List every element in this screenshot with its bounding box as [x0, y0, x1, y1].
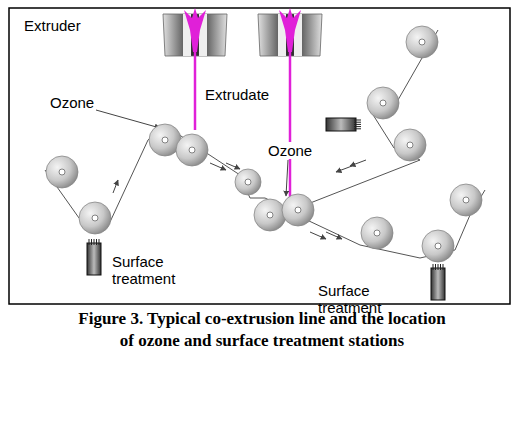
extruder-die: [163, 8, 227, 130]
surface-treatment-unit: [431, 264, 445, 300]
flow-arrow: [310, 232, 326, 239]
surface-treatment-unit: [326, 118, 361, 131]
flow-arrow: [350, 160, 366, 166]
roller: [282, 194, 314, 226]
frame: [9, 8, 510, 304]
flow-arrow: [336, 166, 352, 172]
roller: [176, 134, 208, 166]
flow-arrow: [113, 180, 118, 193]
roller: [394, 129, 426, 161]
flow-arrow: [210, 163, 226, 170]
film-web: [45, 126, 290, 222]
roller: [254, 199, 286, 231]
ozone-label: Ozone: [50, 94, 94, 111]
roller: [367, 87, 399, 119]
ozone-pointer: [286, 160, 288, 196]
figure-caption: Figure 3. Typical co-extrusion line and …: [70, 308, 454, 352]
surface-treatment-unit: [87, 239, 101, 275]
ozone-label: Ozone: [268, 142, 318, 159]
extruder-die: [258, 8, 322, 200]
roller: [79, 202, 111, 234]
flow-arrow: [226, 163, 240, 169]
roller: [450, 184, 482, 216]
roller: [235, 169, 261, 195]
extruder-label: Extruder: [24, 17, 81, 34]
roller: [406, 26, 438, 58]
roller: [361, 217, 393, 249]
flow-arrow: [326, 232, 342, 239]
roller: [422, 230, 454, 262]
roller: [46, 156, 78, 188]
extrudate-label: Extrudate: [205, 86, 269, 103]
station-label: Surface treatment: [112, 253, 188, 287]
ozone-pointer: [96, 110, 160, 128]
